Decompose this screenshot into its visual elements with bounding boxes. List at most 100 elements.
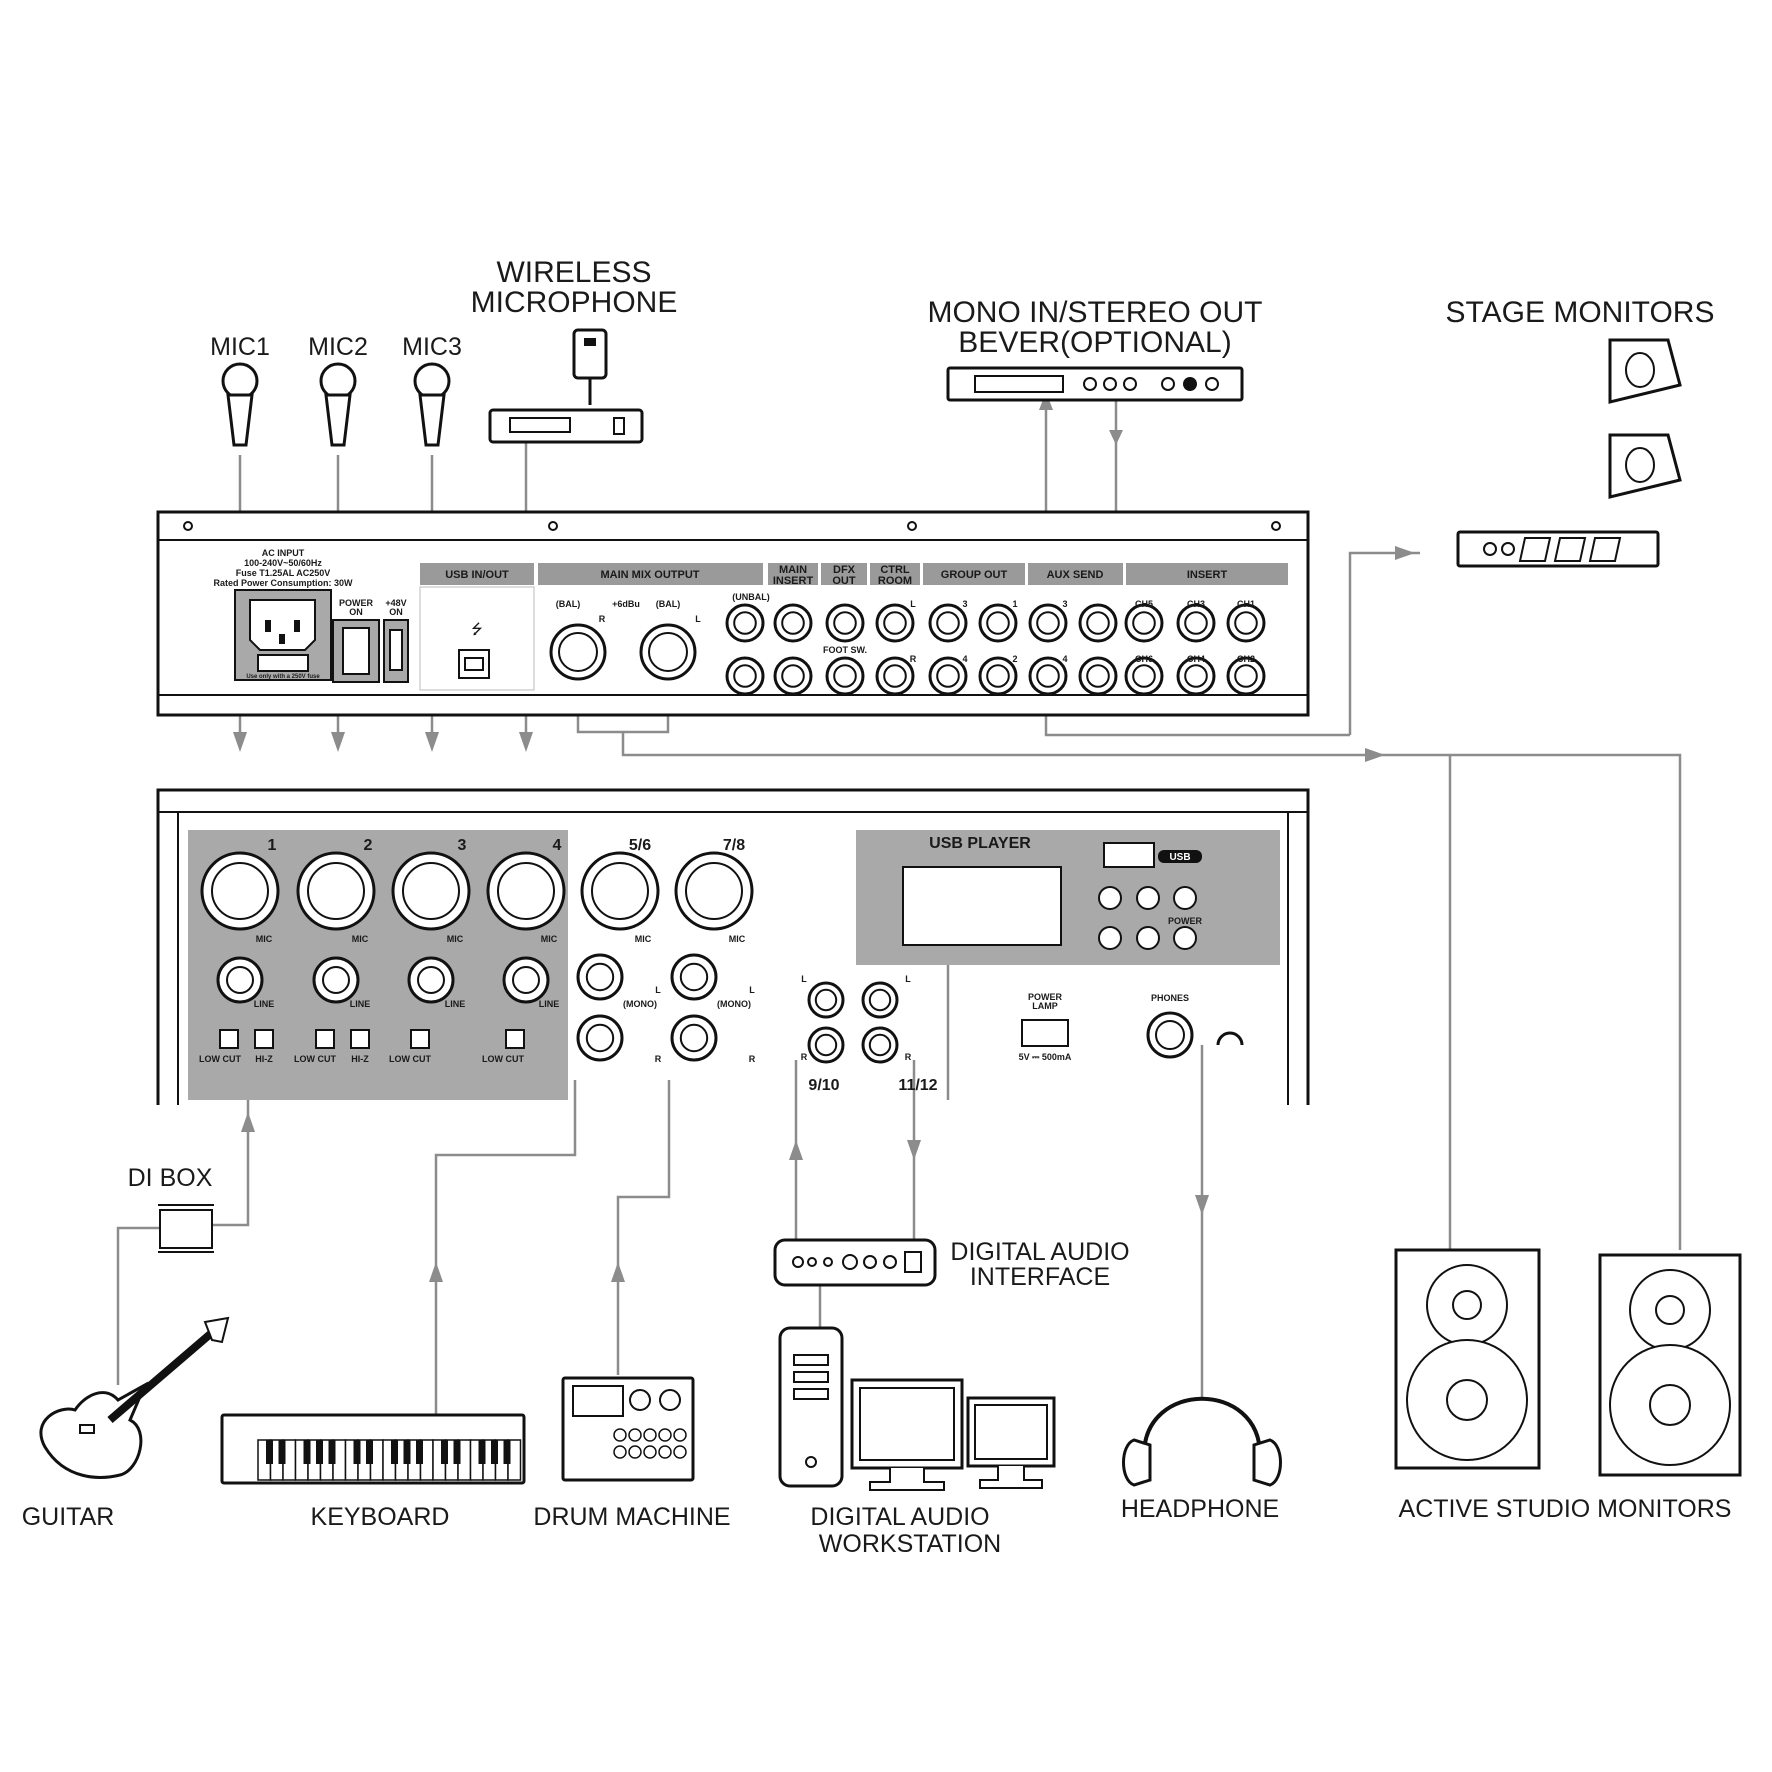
rear-headers: USB IN/OUT MAIN MIX OUTPUT MAIN INSERT D… [420, 563, 1288, 587]
channel-strip-3[interactable] [391, 851, 471, 1049]
line-jack-left[interactable] [670, 953, 718, 1001]
svg-text:+48V: +48V [385, 598, 406, 608]
fuse-holder[interactable] [257, 654, 309, 672]
drum-machine[interactable] [561, 1376, 695, 1482]
rear-usb-port[interactable]: ⭍ [419, 586, 535, 691]
line-jack-right[interactable] [670, 1014, 718, 1062]
rear-jack-top-7[interactable] [1028, 603, 1068, 643]
rear-jack-bottom-7[interactable] [1028, 656, 1068, 696]
main-mix-xlr-outputs[interactable]: (BAL) +6dBu (BAL) R L (UNBAL) [549, 592, 770, 681]
rear-jack-top-10[interactable] [1176, 603, 1216, 643]
svg-text:R: R [599, 614, 606, 624]
keyboard[interactable] [220, 1413, 526, 1485]
rear-jack-bottom-3[interactable] [825, 656, 865, 696]
svg-text:DFX: DFX [833, 564, 856, 576]
active-monitor-right[interactable] [1598, 1253, 1742, 1477]
bever-unit[interactable] [946, 366, 1244, 402]
rear-jack-top-6[interactable] [978, 603, 1018, 643]
drum-pad [628, 1428, 642, 1442]
drum-pad [673, 1445, 687, 1459]
usb-player-button-2[interactable] [1136, 886, 1160, 910]
mic-2[interactable] [319, 362, 357, 447]
rear-jack-bottom-11[interactable] [1226, 656, 1266, 696]
rear-jack-bottom-9[interactable] [1124, 656, 1164, 696]
rear-jack-top-1[interactable] [725, 603, 765, 643]
channel-strip-2[interactable] [296, 851, 376, 1049]
power-lamp-usb[interactable]: POWER LAMP 5V ⎓ 500mA [1019, 992, 1072, 1062]
daw-computer[interactable] [778, 1326, 1056, 1491]
guitar[interactable] [39, 1316, 230, 1479]
mic-3[interactable] [413, 362, 451, 447]
usb-player-button-1[interactable] [1098, 886, 1122, 910]
power-switch[interactable]: POWER ON [332, 598, 380, 683]
black-key [266, 1440, 273, 1464]
stage-monitor-2[interactable] [1608, 433, 1682, 499]
signal-lines [116, 392, 1682, 1415]
usb-player-button-3[interactable] [1173, 886, 1197, 910]
drum-pad [643, 1445, 657, 1459]
di-box[interactable] [158, 1204, 214, 1253]
channel-strip-5[interactable] [576, 851, 660, 1062]
rca-jack-2[interactable] [807, 1026, 845, 1064]
black-key [503, 1440, 511, 1464]
audio-interface[interactable] [773, 1238, 937, 1287]
headphone[interactable] [1122, 1396, 1282, 1487]
rear-jack-bottom-6[interactable] [978, 656, 1018, 696]
keyboard-keys [257, 1439, 522, 1481]
svg-text:3: 3 [962, 599, 967, 609]
channel-strip-6[interactable] [670, 851, 754, 1062]
rear-jack-bottom-1[interactable] [725, 656, 765, 696]
stage-monitor-1[interactable] [1608, 338, 1682, 404]
line-jack-left[interactable] [576, 953, 624, 1001]
usb-player-button-6[interactable] [1173, 926, 1197, 950]
svg-text:GROUP OUT: GROUP OUT [941, 569, 1008, 581]
rear-jack-top-4[interactable] [875, 603, 915, 643]
rear-jack-top-9[interactable] [1124, 603, 1164, 643]
ch-4-label: 4 [553, 837, 562, 854]
rear-jack-top-5[interactable] [928, 603, 968, 643]
usb-player-buttons[interactable] [1098, 886, 1197, 950]
rear-jack-top-2[interactable] [773, 603, 813, 643]
rear-jack-bottom-2[interactable] [773, 656, 813, 696]
front-channels[interactable] [200, 851, 754, 1062]
rear-jack-bottom-8[interactable] [1078, 656, 1118, 696]
rear-jacks[interactable] [725, 603, 1266, 696]
mic-1[interactable] [221, 362, 259, 447]
black-key [353, 1440, 361, 1464]
ch-56-label: 5/6 [629, 837, 651, 854]
svg-text:ON: ON [389, 607, 403, 617]
rear-jack-top-3[interactable] [825, 603, 865, 643]
usb-logo: USB [1169, 852, 1190, 863]
rca-jack-4[interactable] [861, 1026, 899, 1064]
wireless-microphone[interactable] [488, 328, 644, 444]
active-monitor-left[interactable] [1394, 1248, 1541, 1470]
rear-jack-top-8[interactable] [1078, 603, 1118, 643]
ch-1-label: 1 [268, 837, 277, 854]
svg-text:LINE: LINE [350, 999, 371, 1009]
black-key [403, 1440, 411, 1464]
rca-jack-3[interactable] [861, 981, 899, 1019]
usb-player[interactable]: USB PLAYER USB POWER [856, 830, 1280, 965]
usb-player-button-5[interactable] [1136, 926, 1160, 950]
channel-strip-4[interactable] [486, 851, 566, 1049]
black-key [303, 1440, 311, 1464]
rca-jack-1[interactable] [807, 981, 845, 1019]
rear-jack-bottom-4[interactable] [875, 656, 915, 696]
phantom-switch[interactable]: +48V ON [383, 598, 409, 683]
phones-jack[interactable]: PHONES [1146, 993, 1244, 1059]
usb-player-port [1103, 842, 1155, 868]
iec-socket[interactable] [249, 599, 316, 651]
usb-player-button-4[interactable] [1098, 926, 1122, 950]
svg-text:MAIN: MAIN [779, 564, 807, 576]
rear-jack-top-11[interactable] [1226, 603, 1266, 643]
rear-jack-bottom-5[interactable] [928, 656, 968, 696]
channel-strip-1[interactable] [200, 851, 280, 1049]
svg-text:LOW CUT: LOW CUT [389, 1054, 431, 1064]
svg-text:POWER: POWER [1168, 916, 1203, 926]
power-amplifier[interactable] [1456, 530, 1660, 568]
line-jack-right[interactable] [576, 1014, 624, 1062]
svg-text:INSERT: INSERT [1187, 569, 1228, 581]
rear-jack-bottom-10[interactable] [1176, 656, 1216, 696]
rca-jacks[interactable] [807, 981, 899, 1064]
